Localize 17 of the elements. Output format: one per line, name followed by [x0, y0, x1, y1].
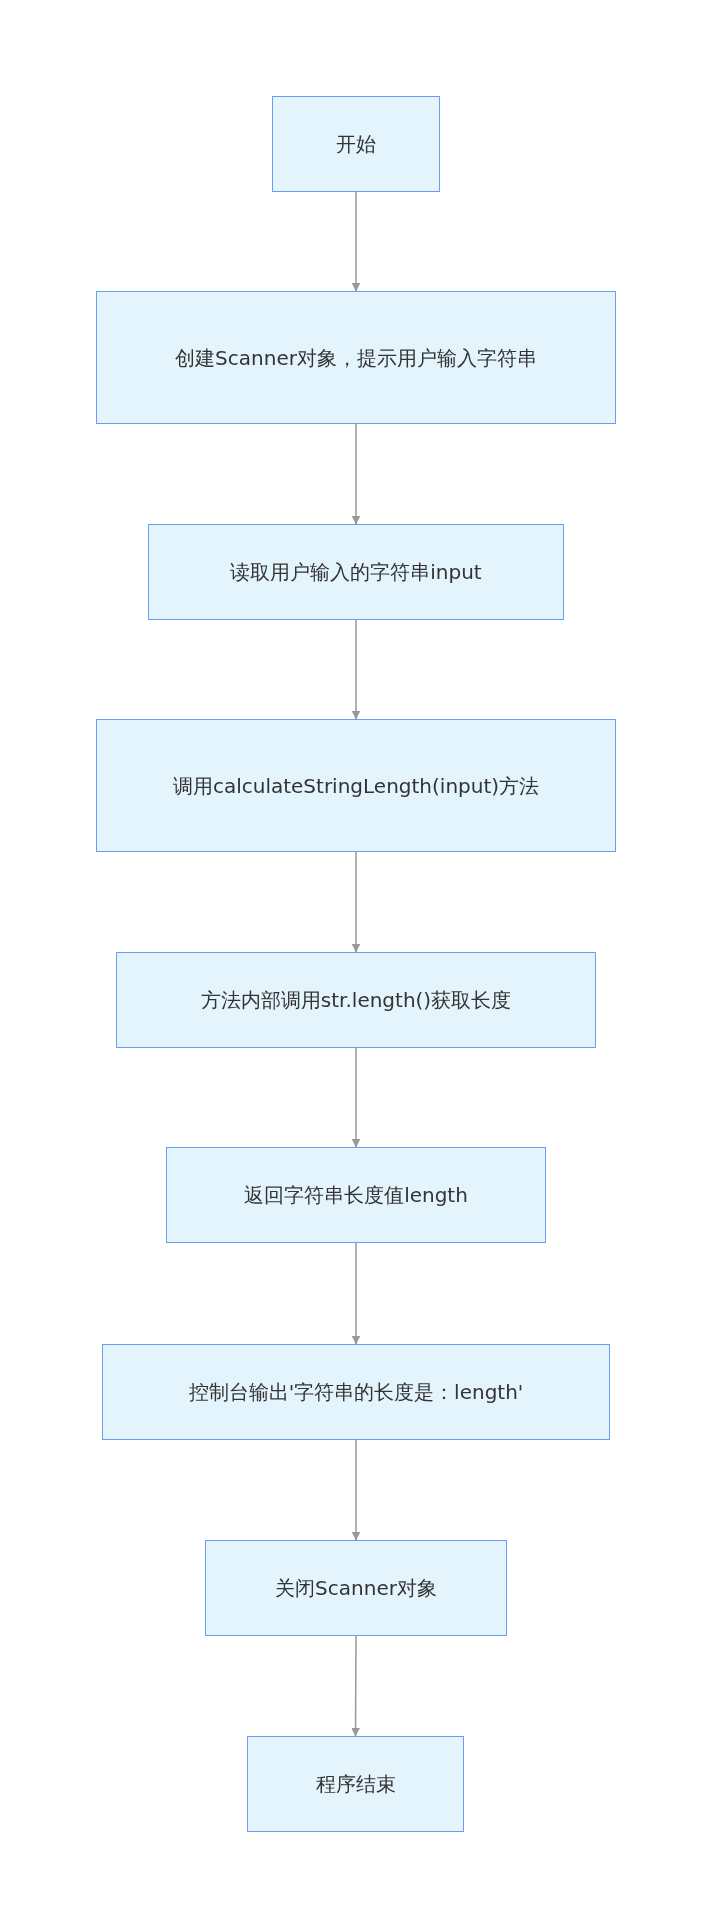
process-box: 控制台输出'字符串的长度是：length' — [102, 1344, 610, 1440]
process-box: 方法内部调用str.length()获取长度 — [116, 952, 596, 1048]
arrow — [351, 1439, 361, 1541]
arrow — [351, 851, 361, 953]
process-box: 创建Scanner对象，提示用户输入字符串 — [96, 291, 616, 424]
arrow — [351, 1635, 360, 1737]
process-box: 开始 — [272, 96, 440, 192]
arrow — [351, 423, 361, 525]
arrow — [351, 1047, 361, 1148]
process-box: 读取用户输入的字符串input — [148, 524, 564, 620]
process-box: 返回字符串长度值length — [166, 1147, 546, 1243]
process-box: 程序结束 — [247, 1736, 464, 1832]
process-box: 关闭Scanner对象 — [205, 1540, 507, 1636]
arrow — [351, 619, 361, 720]
arrow — [351, 191, 361, 292]
arrow — [351, 1242, 361, 1345]
process-box: 调用calculateStringLength(input)方法 — [96, 719, 616, 852]
